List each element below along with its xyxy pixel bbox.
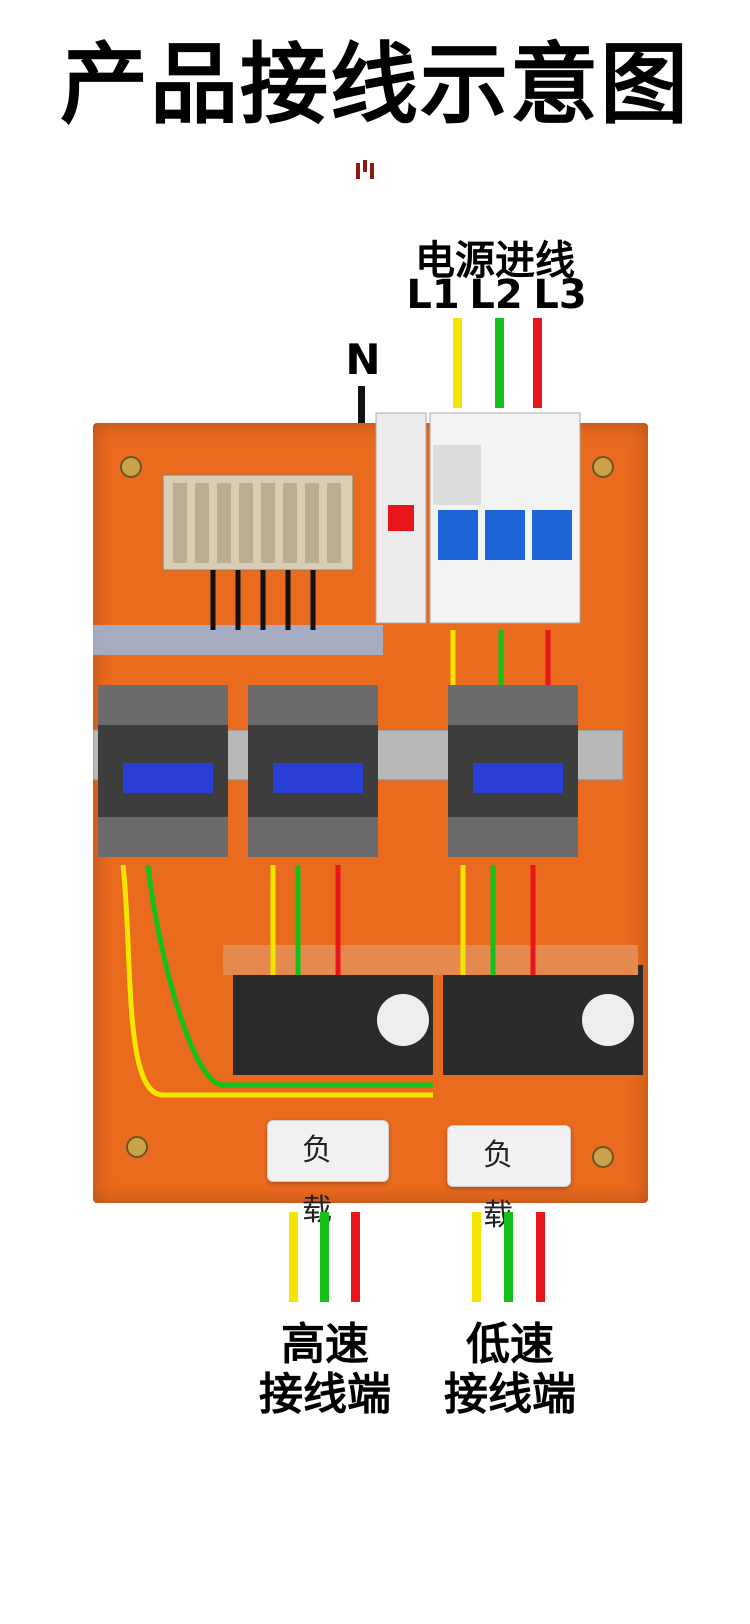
load-tag-high: 负 载 xyxy=(267,1120,389,1228)
output-label-high-line2: 接线端 xyxy=(259,1369,391,1420)
phase-label-l2: L2 xyxy=(469,272,523,318)
phase-label-l3: L3 xyxy=(533,272,587,318)
board-components xyxy=(93,412,643,1168)
output-wire-high-yellow xyxy=(289,1212,298,1302)
output-label-low-line1: 低速 xyxy=(466,1319,554,1370)
output-wire-high-red xyxy=(351,1212,360,1302)
input-wire-l1 xyxy=(453,318,462,408)
overload-relay-2 xyxy=(438,945,643,1075)
screw-icon xyxy=(120,456,614,1168)
phase-label-l1: L1 xyxy=(406,272,460,318)
output-wire-low-yellow xyxy=(472,1212,481,1302)
output-label-low-line2: 接线端 xyxy=(444,1369,576,1420)
load-tag-low: 负 载 xyxy=(447,1125,571,1233)
contactor-3 xyxy=(448,685,578,857)
overload-relay-1 xyxy=(223,945,443,1075)
input-wire-n xyxy=(358,386,365,451)
terminal-block xyxy=(162,474,354,571)
input-wire-l2 xyxy=(495,318,504,408)
contactor-2 xyxy=(248,685,378,857)
contactor-1 xyxy=(98,685,228,857)
input-wire-l3 xyxy=(533,318,542,408)
output-wire-high-green xyxy=(320,1212,329,1302)
output-label-high-line1: 高速 xyxy=(281,1319,369,1370)
divider-mark-icon xyxy=(356,160,374,179)
page-title: 产品接线示意图 xyxy=(59,33,690,136)
neutral-label: N xyxy=(345,335,381,384)
power-in-heading: 电源进线 xyxy=(415,238,575,284)
output-wire-low-green xyxy=(504,1212,513,1302)
output-wire-low-red xyxy=(536,1212,545,1302)
